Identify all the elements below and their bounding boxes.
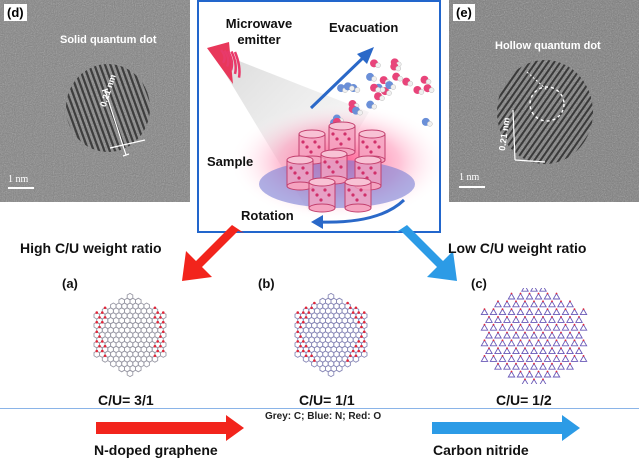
tem-texture (449, 0, 639, 202)
structure-letter-c: (c) (471, 276, 487, 291)
microwave-schematic-panel: Microwave emitter Evacuation Sample Rota… (197, 0, 441, 233)
panel-letter-d: (d) (4, 4, 27, 21)
atom-color-legend: Grey: C; Blue: N; Red: O (265, 411, 382, 422)
evacuation-label: Evacuation (329, 20, 399, 35)
structure-letter-a: (a) (62, 276, 78, 291)
carbon-nitride-structure-c (480, 288, 588, 384)
low-ratio-label: Low C/U weight ratio (448, 240, 587, 256)
scale-label-d: 1 nm (8, 174, 29, 185)
high-ratio-label: High C/U weight ratio (20, 240, 162, 256)
red-horizontal-arrow (96, 415, 244, 441)
divider-line (0, 408, 639, 409)
tem-image-solid-quantum-dot: (d) Solid quantum dot 0.21 nm 1 nm (0, 0, 190, 202)
tem-image-hollow-quantum-dot: (e) Hollow quantum dot 0.21 nm 1 nm (449, 0, 639, 202)
sample-containers (286, 121, 386, 213)
carbon-nitride-label: Carbon nitride (433, 442, 529, 458)
ratio-label-c: C/U= 1/2 (496, 392, 552, 408)
rotation-arrow (318, 198, 406, 224)
blue-horizontal-arrow (432, 415, 580, 441)
rotation-label: Rotation (241, 208, 294, 223)
scale-label-e: 1 nm (459, 172, 480, 183)
n-doped-graphene-label: N-doped graphene (94, 442, 218, 458)
panel-letter-e: (e) (453, 4, 475, 21)
gas-molecules (330, 58, 435, 128)
structure-letter-b: (b) (258, 276, 275, 291)
scalebar-e (459, 186, 485, 188)
bottom-arrows (96, 415, 580, 441)
tem-caption-solid: Solid quantum dot (60, 34, 157, 46)
evacuation-arrow (309, 52, 369, 110)
tem-caption-hollow: Hollow quantum dot (495, 40, 601, 52)
microwave-waves (220, 49, 241, 78)
n-doped-graphene-structure-a (93, 292, 167, 378)
microwave-emitter-label: Microwave emitter (225, 16, 293, 47)
sample-label: Sample (207, 154, 254, 169)
n-doped-graphene-structure-b (294, 292, 368, 378)
scalebar-d (8, 187, 34, 189)
tem-texture (0, 0, 190, 202)
red-diagonal-arrow (182, 225, 244, 281)
blue-diagonal-arrow (395, 225, 457, 281)
ratio-label-a: C/U= 3/1 (98, 392, 154, 408)
microwave-schematic (207, 42, 439, 229)
diagonal-arrows (182, 225, 457, 281)
ratio-label-b: C/U= 1/1 (299, 392, 355, 408)
